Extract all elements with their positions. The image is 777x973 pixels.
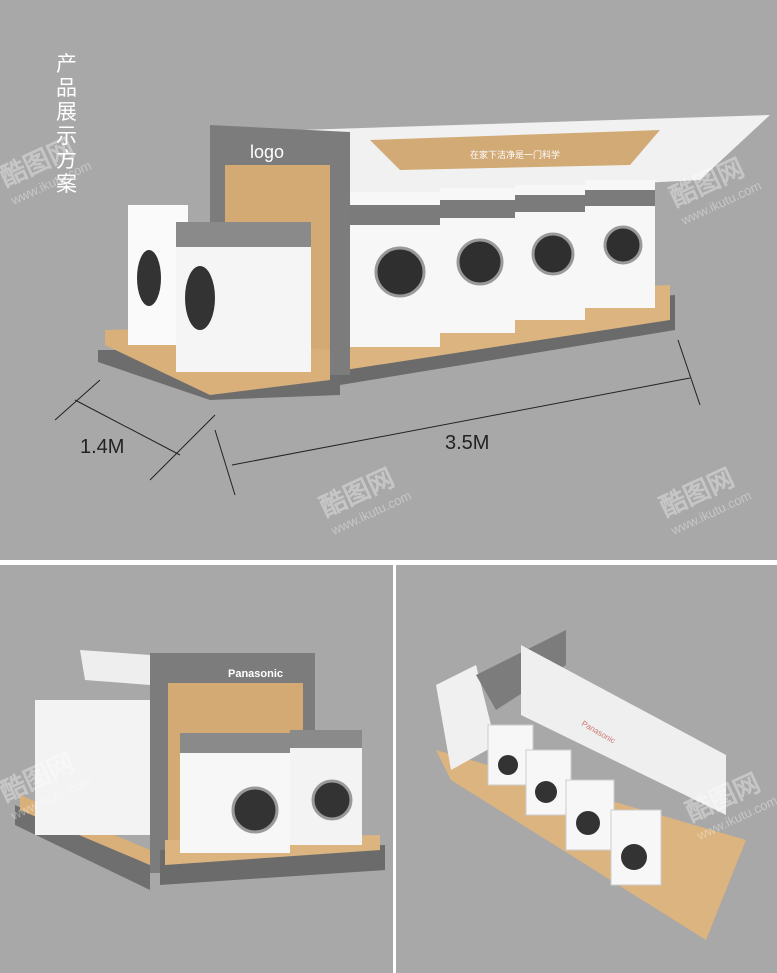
- page-title: 产品展示方案: [56, 52, 77, 196]
- slogan-text: 在家下洁净是一门科学: [470, 149, 560, 160]
- display-stand-top-render: Panasonic: [436, 630, 746, 940]
- main-view-panel: 产品展示方案 在家下洁净是一门科学 logo: [0, 0, 777, 560]
- logo-text: logo: [250, 142, 284, 162]
- brand-text: Panasonic: [228, 668, 283, 680]
- display-stand-render: 在家下洁净是一门科学 logo: [54, 115, 770, 496]
- display-stand-side-render: Panasonic: [15, 650, 385, 890]
- depth-dimension-label: 1.4M: [80, 436, 125, 458]
- length-dimension-label: 3.5M: [445, 432, 490, 454]
